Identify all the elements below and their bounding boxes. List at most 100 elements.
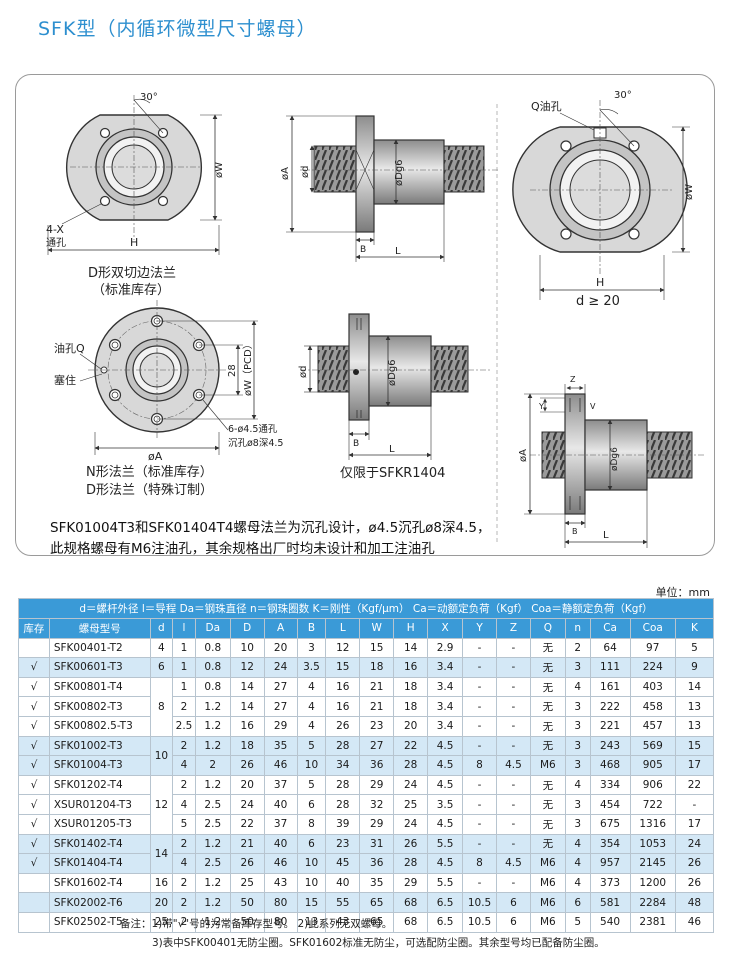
table-cell: 25	[393, 794, 429, 815]
table-cell: 2	[172, 892, 196, 913]
table-cell: 4.5	[427, 735, 464, 757]
table-cell: 5	[564, 911, 591, 933]
table-cell: 4.5	[427, 853, 464, 874]
table-cell: 3.4	[427, 676, 464, 698]
table-cell: 14	[674, 676, 715, 698]
table-cell: 37	[263, 813, 298, 835]
table-cell: 1.2	[194, 892, 231, 913]
table-cell: 1	[172, 637, 196, 659]
table-cell: 43	[325, 911, 361, 933]
table-cell: 26	[674, 872, 715, 894]
table-cell: 无	[529, 657, 566, 678]
table-cell: 36	[359, 853, 395, 874]
table-cell: 28	[325, 774, 361, 796]
table-cell: 15	[325, 657, 361, 678]
fig1-angle: 30°	[140, 92, 158, 103]
notes-line2: 3)表中SFK00401无防尘圈。SFK01602标准无防尘，可选配防尘圈。其余…	[152, 937, 605, 949]
table-cell: 13	[674, 696, 715, 717]
table-cell: 0.8	[194, 676, 231, 698]
col-header: X	[427, 618, 464, 639]
unit-label: 单位：mm	[655, 586, 710, 599]
fig2-b-label: B	[360, 245, 366, 255]
table-cell: -	[462, 696, 497, 717]
table-cell: -	[462, 813, 497, 835]
table-cell: 2284	[629, 892, 676, 913]
table-cell: 5.5	[427, 872, 464, 894]
table-cell: 26	[393, 833, 429, 855]
table-cell: 2	[172, 735, 196, 757]
table-cell: 28	[325, 794, 361, 815]
table-cell: 12	[229, 657, 265, 678]
table-cell: 24	[229, 794, 265, 815]
table-cell: 8	[149, 676, 174, 737]
table-cell: 4.5	[427, 774, 464, 796]
table-cell: 6	[149, 657, 174, 678]
figure-d-flange-front: 30° øW 4-X 通孔 H D形双切边法兰 （标准库存）	[46, 92, 225, 298]
table-cell: 55	[325, 892, 361, 913]
table-cell: √	[18, 715, 50, 737]
fig6-dg-label: øDg6	[610, 447, 620, 471]
spec-text-line2: 此规格螺母有M6注油孔，其余规格出厂时均未设计和加工注油孔	[50, 541, 435, 557]
table-cell: 1	[172, 657, 196, 678]
table-cell: -	[495, 676, 531, 698]
table-cell: 581	[589, 892, 631, 913]
col-header: Coa	[629, 618, 676, 639]
table-cell: 无	[529, 794, 566, 815]
col-header: B	[296, 618, 327, 639]
table-cell: 0.8	[194, 637, 231, 659]
table-cell: 45	[325, 853, 361, 874]
table-cell: 722	[629, 794, 676, 815]
table-cell: 17	[674, 755, 715, 776]
table-cell: 2.5	[194, 813, 231, 835]
table-cell: √	[18, 676, 50, 698]
table-cell: √	[18, 833, 50, 855]
table-cell: 4	[296, 676, 327, 698]
table-cell: 27	[263, 676, 298, 698]
table-cell: 39	[325, 813, 361, 835]
table-cell: -	[462, 872, 497, 894]
table-cell: √	[18, 696, 50, 717]
table-cell: 3.4	[427, 696, 464, 717]
table-cell: -	[495, 872, 531, 894]
table-cell: 10	[296, 755, 327, 776]
table-cell: -	[462, 676, 497, 698]
table-cell: -	[462, 833, 497, 855]
fig6-y-label: Y	[538, 402, 544, 411]
table-cell: √	[18, 774, 50, 796]
notes-line1: 备注：1)带"√"号的为常备库存型号。 2)此系列无双螺母。	[120, 918, 393, 930]
table-cell: 2	[172, 911, 196, 933]
table-cell: 4	[564, 676, 591, 698]
table-cell: -	[495, 657, 531, 678]
table-cell: 14	[393, 637, 429, 659]
table-cell: 2.5	[172, 715, 196, 737]
table-cell: 21	[359, 696, 395, 717]
table-cell: 35	[263, 735, 298, 757]
table-cell: 4.5	[427, 755, 464, 776]
table-cell: 16	[325, 696, 361, 717]
table-cell	[18, 892, 50, 913]
table-cell: -	[495, 715, 531, 737]
table-cell: 10.5	[462, 892, 497, 913]
table-cell: 6.5	[427, 892, 464, 913]
table-cell: 354	[589, 833, 631, 855]
fig6-v-label: V	[590, 402, 596, 411]
table-cell: 16	[149, 872, 174, 894]
table-cell: M6	[529, 892, 566, 913]
table-cell: 21	[359, 676, 395, 698]
table-cell: 6	[495, 892, 531, 913]
table-cell: 14	[149, 833, 174, 874]
table-cell: -	[462, 657, 497, 678]
table-cell: 5.5	[427, 833, 464, 855]
table-cell: 2	[564, 637, 591, 659]
table-cell: 6	[296, 833, 327, 855]
table-cell: 3	[564, 813, 591, 835]
table-cell: 3	[564, 735, 591, 757]
table-cell: 2	[172, 774, 196, 796]
fig1-x-sub: 通孔	[46, 237, 66, 249]
table-cell	[18, 637, 50, 659]
table-cell: -	[674, 794, 715, 815]
table-cell: 25	[149, 911, 174, 933]
